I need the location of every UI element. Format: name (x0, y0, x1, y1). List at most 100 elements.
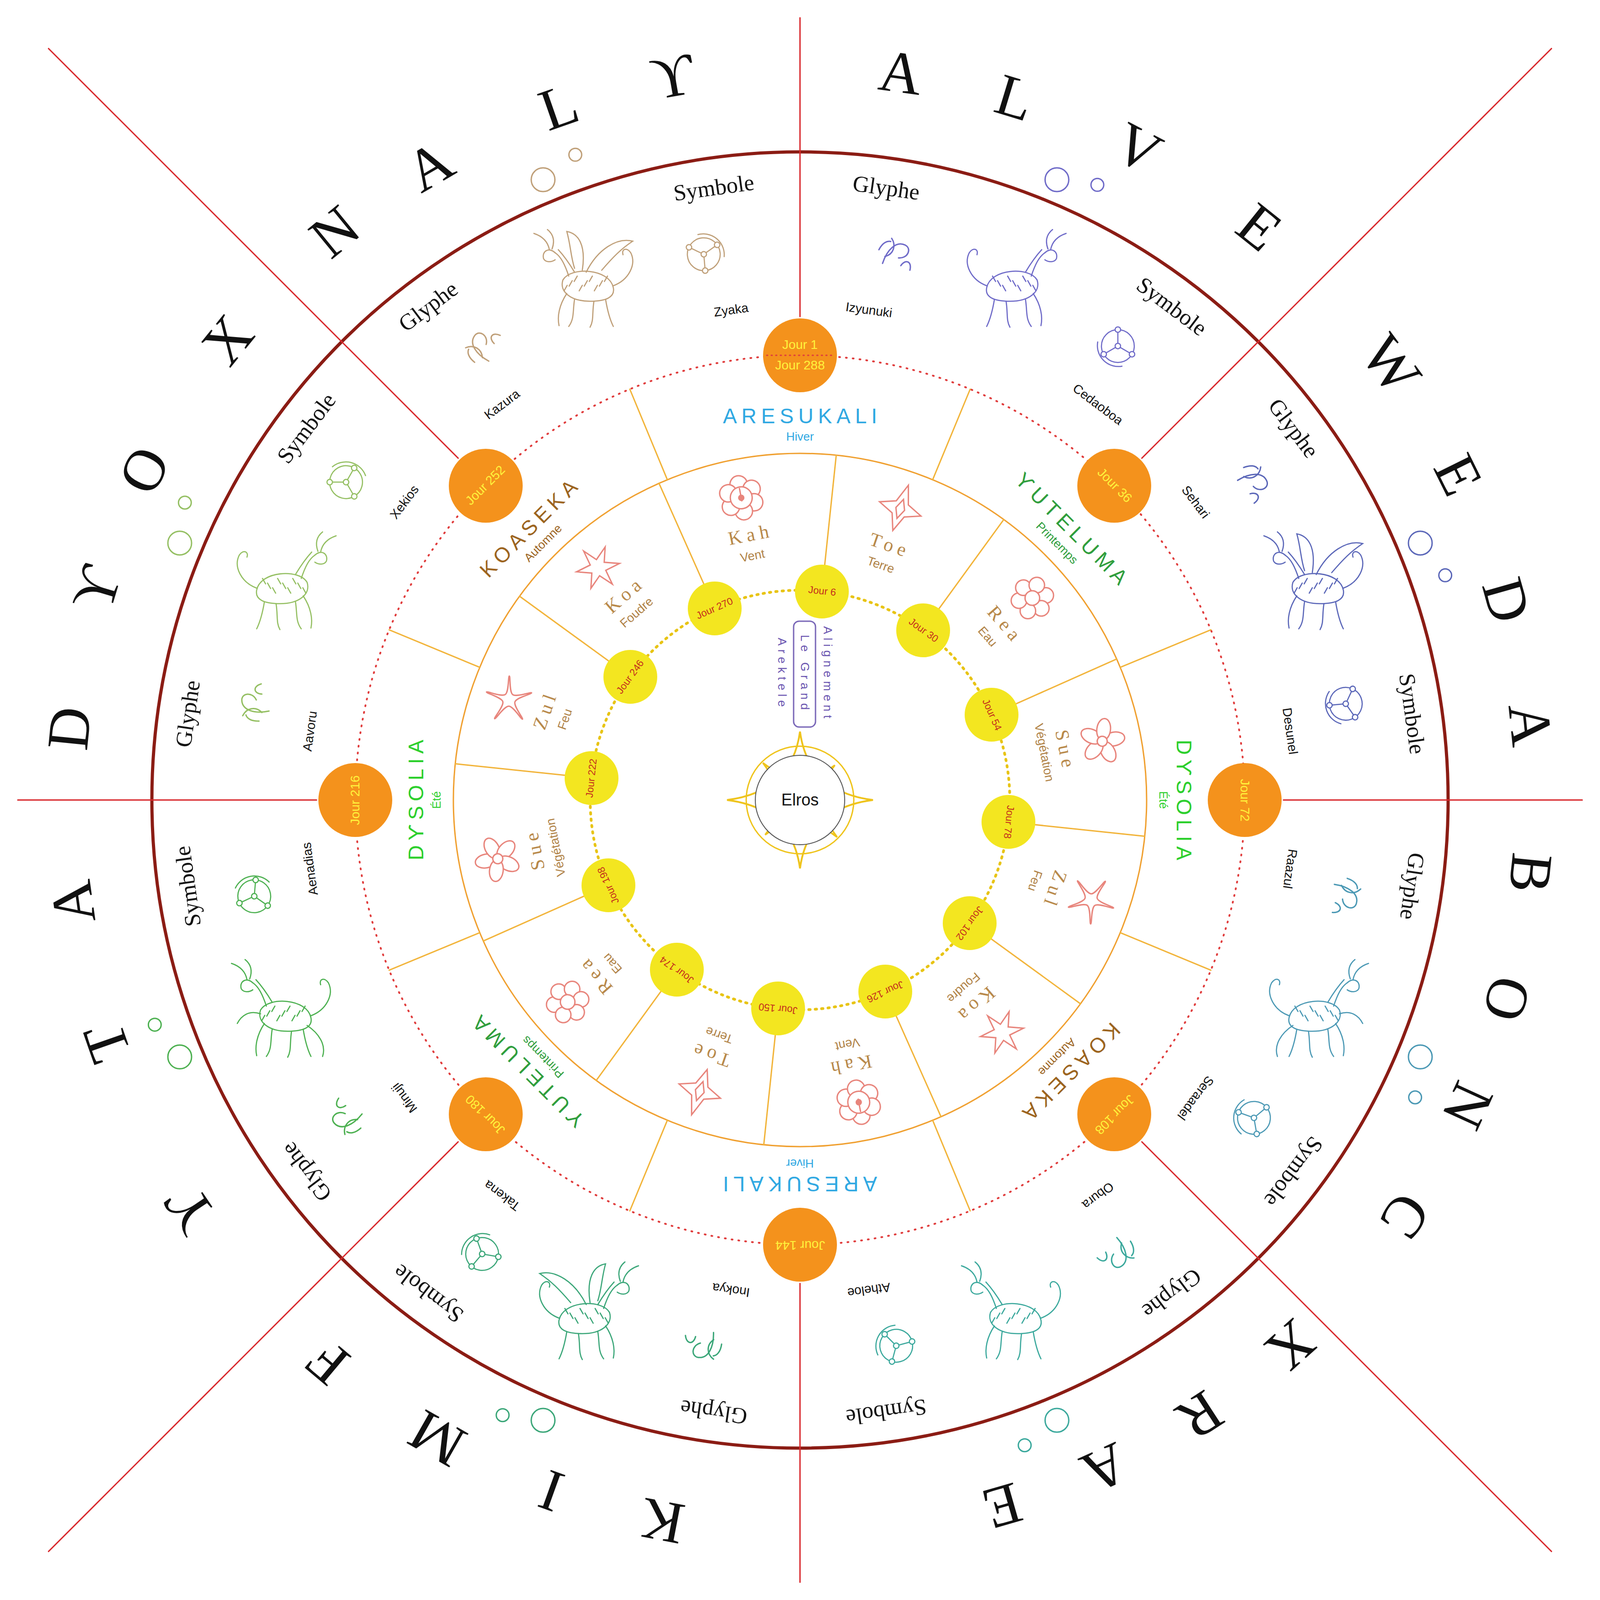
creature-stroke (1044, 249, 1057, 262)
outer-letter: ϒ (150, 1174, 232, 1248)
creature-stroke (1319, 1015, 1324, 1021)
glyph (1096, 1231, 1141, 1275)
glyph-drawing (1326, 876, 1364, 913)
symbol-dot (1262, 1103, 1271, 1112)
glyph-stroke (245, 710, 260, 726)
symbol-dot (1115, 327, 1121, 333)
creature-stroke (1276, 1025, 1294, 1057)
creature-stroke (617, 1282, 629, 1295)
symbol-dot (1351, 713, 1359, 721)
symbol (1097, 327, 1135, 367)
minor-day-circle: Jour 270 (686, 580, 743, 637)
creature-stroke (240, 980, 253, 993)
creature-stroke (1001, 1308, 1005, 1315)
creature-stroke (1288, 1001, 1341, 1032)
glyph-stroke (1330, 902, 1341, 914)
major-day-circle: Jour 1Jour 288 (762, 317, 838, 394)
creature-stroke (1335, 601, 1344, 629)
symbol-circle (1101, 329, 1135, 363)
symbol-dot (702, 267, 709, 274)
creature-stroke (1316, 542, 1363, 575)
element-star (479, 670, 535, 728)
creature-stroke (1298, 601, 1305, 629)
creature-stroke (971, 1282, 983, 1295)
glyph-heading: Glyphe (1394, 851, 1430, 922)
moon-circle (167, 531, 192, 556)
creature-stroke (562, 271, 614, 302)
creature-stroke (1269, 979, 1289, 1016)
creature-stroke (547, 229, 554, 250)
symbol-arc (871, 1324, 902, 1356)
creature-stroke (594, 285, 598, 291)
radial-divider (1142, 1142, 1552, 1552)
symbol-arc (461, 1230, 491, 1260)
node-circle (1077, 448, 1152, 523)
creature-stroke (1319, 603, 1325, 630)
node-circle (763, 1207, 837, 1282)
creature-stroke (597, 1331, 604, 1360)
element-symbol (834, 1076, 884, 1128)
season-translation: Hiver (786, 430, 815, 444)
creature-stroke (986, 271, 1039, 302)
major-day-circle: Jour 72 (1206, 762, 1283, 838)
creature-stroke (1006, 1317, 1010, 1324)
symbol-drawing (227, 867, 282, 922)
symbol-circle (323, 459, 369, 505)
creature-stroke (989, 1303, 1042, 1334)
creature-stroke (1339, 1012, 1363, 1024)
outer-letter: I (530, 1455, 572, 1527)
node-circle (1207, 763, 1282, 837)
glyph-name: Inokya (711, 1280, 751, 1300)
creature (539, 1262, 639, 1360)
outer-letter: T (68, 1014, 146, 1071)
symbol-line (1238, 1096, 1276, 1134)
moon-circle (568, 148, 582, 162)
symbol-arc (332, 454, 367, 489)
node-circle (858, 964, 913, 1019)
creature-stroke (1277, 531, 1284, 552)
creature-stroke (266, 1029, 273, 1057)
creature-stroke (255, 1023, 265, 1056)
creature-stroke (533, 233, 550, 250)
minor-day-circle: Jour 150 (750, 980, 806, 1037)
symbol-line (1103, 329, 1133, 355)
outer-letter: R (1164, 1376, 1236, 1456)
creature-stroke (1319, 578, 1323, 584)
symbol-heading: Symbole (671, 169, 756, 207)
creature-stroke (286, 1006, 291, 1012)
season-name: DϒSOLIA (404, 735, 429, 865)
moon-circle (496, 1408, 510, 1422)
creature-stroke (568, 299, 575, 327)
symbol-arc (1225, 1099, 1261, 1135)
creature-stroke (991, 1317, 995, 1324)
glyph-stroke (900, 261, 911, 271)
symbol-dot (251, 876, 260, 884)
node-circle (649, 942, 704, 997)
symbol-dot (1250, 1113, 1258, 1122)
ring-group (17, 17, 1583, 1583)
element-symbol-group (470, 472, 1129, 1129)
element-meaning: Vent (739, 546, 767, 566)
major-day-circle: Jour 216 (317, 762, 394, 838)
symbol-drawing (1225, 1090, 1280, 1145)
outer-letter: A (36, 876, 110, 929)
sun-rays (727, 731, 873, 869)
glyph-stroke (330, 1105, 362, 1133)
creature-stroke (605, 299, 614, 327)
node-circle (581, 858, 636, 913)
glyph-drawing (463, 329, 501, 366)
creature-stroke (259, 1001, 312, 1032)
glyph-stroke (241, 704, 263, 722)
creature-stroke (292, 578, 297, 584)
creature-stroke (1303, 578, 1308, 584)
symbol-dot (1342, 700, 1350, 708)
creature-figure (237, 531, 337, 630)
outer-letter: ϒ (57, 558, 136, 620)
outer-letter: D (33, 703, 106, 754)
creature (237, 531, 337, 630)
creature-stroke (282, 582, 286, 589)
glyph (1230, 458, 1276, 504)
creature-stroke (1288, 595, 1298, 629)
creature-stroke (1353, 963, 1369, 980)
major-day-circle: Jour 108 (1076, 1076, 1153, 1153)
